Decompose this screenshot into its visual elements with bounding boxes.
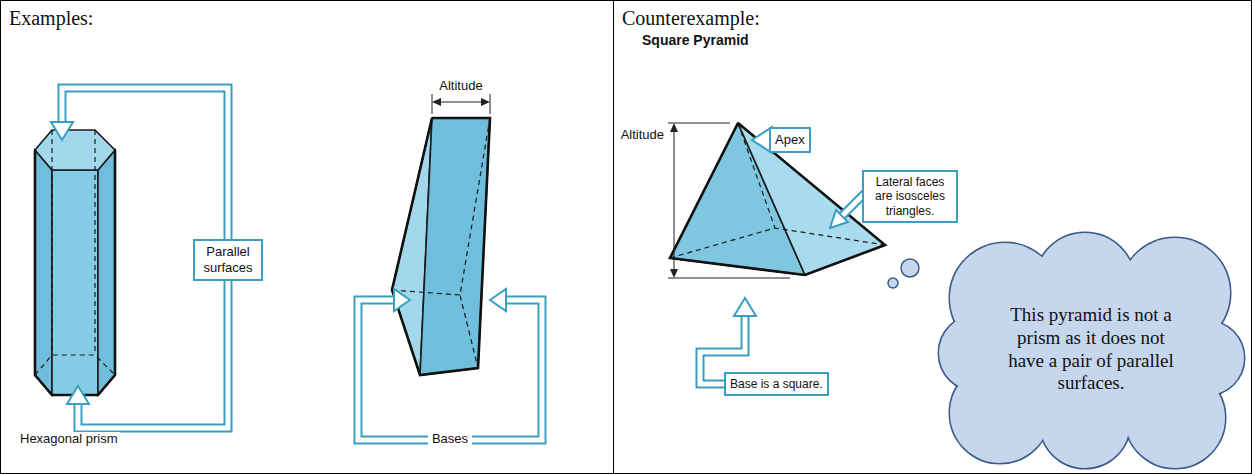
callout-arrow	[700, 127, 872, 384]
illustration-stroke	[67, 386, 89, 404]
illustration-stroke	[432, 98, 441, 106]
callout-box: Apex	[769, 127, 811, 153]
illustration-stroke	[35, 150, 115, 395]
callout-text: Lateral faces are isosceles triangles.	[868, 175, 952, 218]
illustration-stroke	[35, 355, 115, 375]
illustration-stroke	[668, 278, 790, 279]
illustration-stroke	[35, 130, 115, 170]
illustration-stroke	[472, 300, 542, 440]
illustration-stroke	[394, 289, 410, 311]
illustration-stroke	[490, 289, 506, 311]
triangular-prism	[392, 94, 490, 375]
callout-box: Base is a square.	[724, 372, 829, 396]
figure-title: Square Pyramid	[640, 32, 751, 48]
illustration-stroke	[62, 88, 228, 250]
illustration-stroke	[734, 298, 756, 316]
table-cell: Counterexample: ApexLateral faces are iso…	[613, 0, 1252, 474]
callout-text: Parallel surfaces	[199, 244, 257, 275]
callout-box: Lateral faces are isosceles triangles.	[862, 170, 958, 223]
dimension-label: Altitude	[619, 128, 666, 143]
illustration-stroke	[901, 259, 919, 277]
callout-label: Bases	[430, 432, 470, 447]
illustration-stroke	[670, 123, 678, 132]
illustration-stroke	[78, 270, 228, 428]
cloud-core	[971, 262, 1211, 438]
thought-bubbles	[888, 259, 919, 288]
illustration-stroke	[481, 98, 490, 106]
illustration-stroke	[670, 123, 885, 275]
hexagonal-prism	[35, 130, 115, 395]
thought-cloud: This pyramid is not a prism as it does n…	[935, 228, 1247, 472]
dimension-label: Altitude	[437, 79, 484, 94]
illustration-stroke	[392, 118, 490, 375]
illustration-stroke	[668, 123, 730, 124]
callout-arrow	[358, 289, 542, 440]
callout-box: Parallel surfaces	[193, 239, 263, 280]
thought-text: This pyramid is not a prism as it does n…	[1005, 304, 1177, 395]
illustration-stroke	[358, 300, 428, 440]
illustration-stroke	[670, 228, 885, 258]
figure-caption: Hexagonal prism	[18, 432, 120, 447]
illustration-stroke	[62, 88, 228, 250]
illustration-stroke	[98, 150, 115, 395]
illustration-stroke	[830, 210, 848, 228]
cell-heading: Examples:	[1, 1, 101, 36]
illustration-stroke	[490, 94, 491, 114]
illustration-stroke	[888, 278, 898, 288]
illustration-stroke	[78, 270, 228, 428]
illustration-stroke	[94, 130, 95, 355]
illustration-stroke	[674, 131, 675, 270]
illustration-stroke	[438, 102, 484, 103]
callout-text: Apex	[775, 132, 805, 148]
illustration-stroke	[358, 300, 428, 440]
illustration-stroke	[51, 130, 52, 355]
illustration-stroke	[52, 170, 98, 395]
cloud-core	[971, 262, 1211, 438]
cell-heading: Counterexample:	[614, 1, 768, 36]
square-pyramid	[668, 123, 885, 278]
illustration-stroke	[432, 94, 433, 114]
illustration-stroke	[460, 118, 490, 368]
table-cell: Examples: Parallel surfaces	[0, 0, 614, 474]
callout-text: Base is a square.	[730, 377, 823, 391]
illustration-stroke	[51, 122, 73, 140]
illustration-stroke	[670, 269, 678, 278]
illustration-stroke	[472, 300, 542, 440]
